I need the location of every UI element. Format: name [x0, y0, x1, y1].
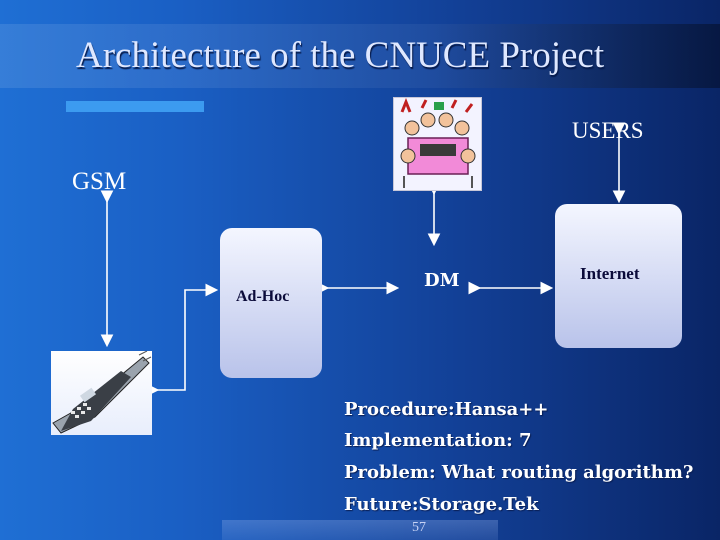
users-label: USERS [572, 118, 644, 143]
slide-title: Architecture of the CNUCE Project [76, 35, 605, 76]
internet-node-box [555, 204, 682, 348]
future-text: Future:Storage.Tek [344, 494, 539, 515]
internet-label: Internet [580, 264, 640, 283]
page-number: 57 [412, 520, 426, 535]
procedure-text: Procedure:Hansa++ [344, 399, 549, 420]
phone-adhoc-arrow [146, 283, 219, 397]
accent-bar [66, 101, 204, 112]
implementation-text: Implementation: 7 [344, 430, 532, 451]
title-band [0, 24, 720, 88]
gsm-label: GSM [72, 168, 127, 195]
mobile-phone-image [51, 350, 152, 435]
users-meeting-image [393, 97, 482, 191]
dm-label: DM [424, 270, 460, 291]
problem-text: Problem: What routing algorithm? [344, 462, 694, 483]
adhoc-node-box [220, 228, 322, 378]
adhoc-label: Ad-Hoc [236, 288, 290, 305]
footer-band [222, 520, 498, 540]
